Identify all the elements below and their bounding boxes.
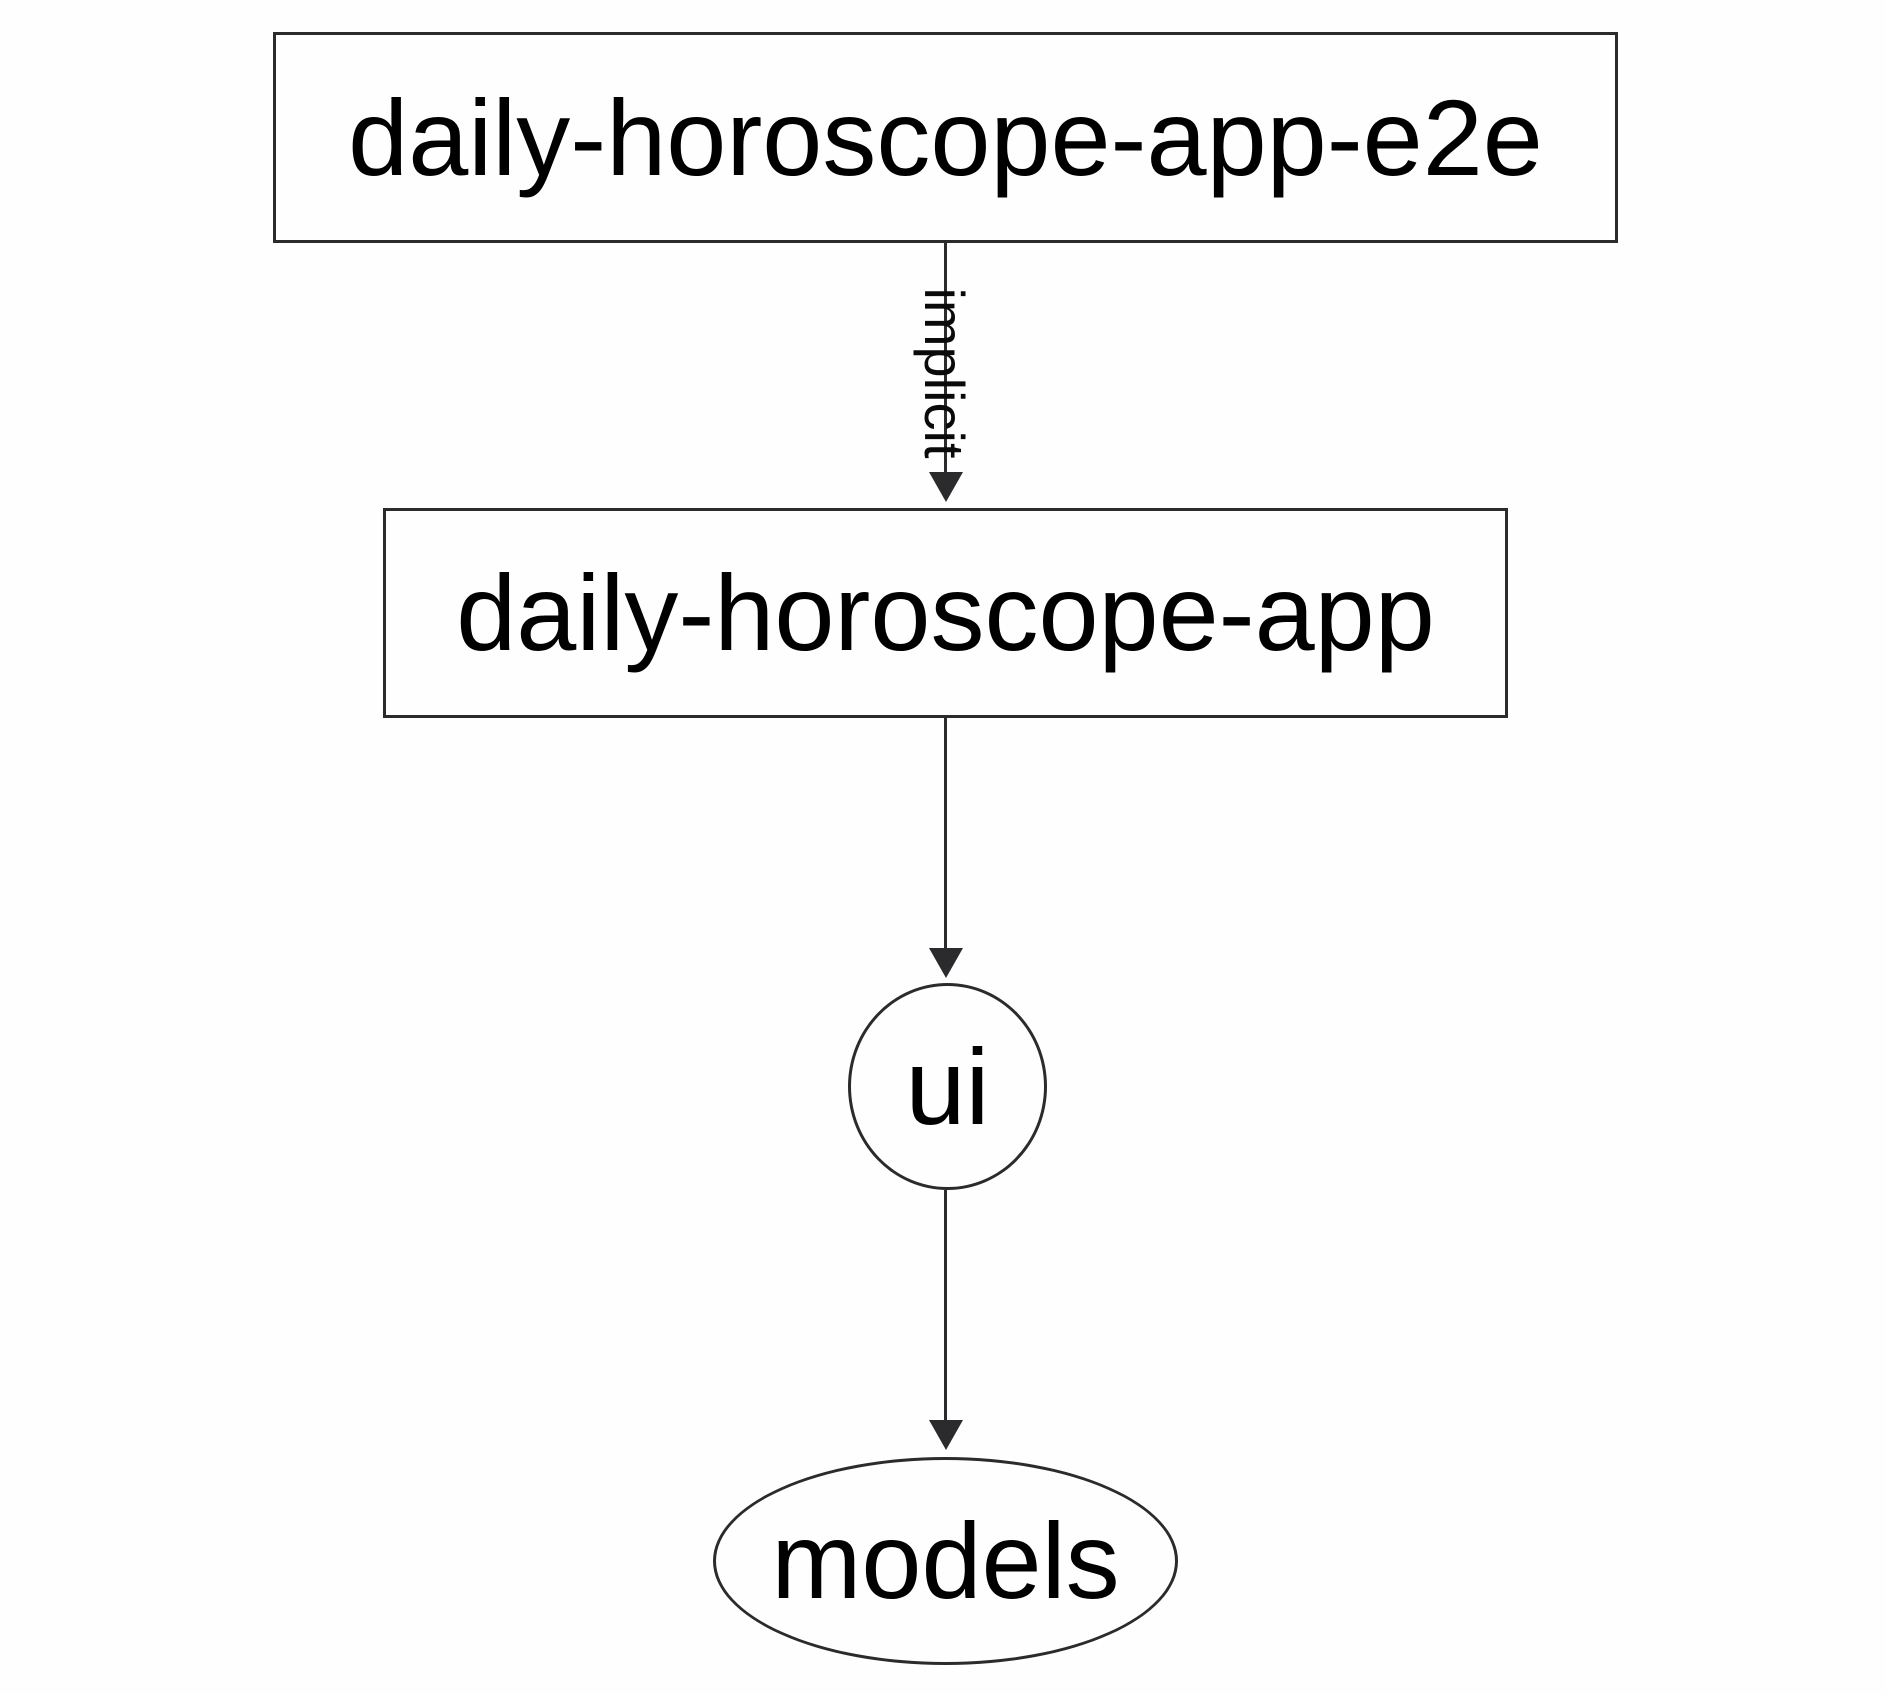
arrowhead-down-icon <box>929 1420 963 1450</box>
node-label-daily-horoscope-app: daily-horoscope-app <box>456 552 1435 673</box>
graph-node-models[interactable]: models <box>713 1457 1178 1665</box>
arrowhead-down-icon <box>929 472 963 502</box>
edge-label-implicit: implicit <box>913 287 976 459</box>
node-label-daily-horoscope-app-e2e: daily-horoscope-app-e2e <box>348 76 1543 198</box>
edge-line-ui-to-models <box>944 1190 947 1422</box>
node-label-models: models <box>771 1500 1120 1621</box>
edge-line-e2e-to-app <box>944 243 947 474</box>
graph-node-daily-horoscope-app[interactable]: daily-horoscope-app <box>383 508 1508 718</box>
edge-line-app-to-ui <box>944 718 947 950</box>
graph-node-daily-horoscope-app-e2e[interactable]: daily-horoscope-app-e2e <box>273 32 1618 243</box>
arrowhead-down-icon <box>929 948 963 978</box>
node-label-ui: ui <box>905 1025 990 1147</box>
graph-node-ui[interactable]: ui <box>848 983 1047 1190</box>
